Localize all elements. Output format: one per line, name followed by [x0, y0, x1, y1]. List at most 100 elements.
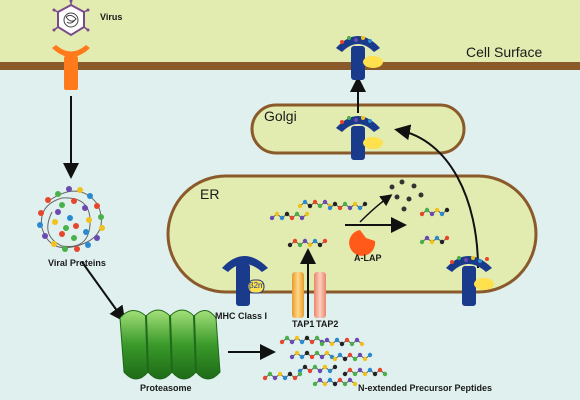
peptide-bead	[372, 371, 378, 377]
peptide-bead	[444, 235, 450, 241]
peptide-bead	[347, 352, 353, 358]
peptide-bead	[299, 215, 305, 221]
virus-icon	[52, 0, 90, 37]
peptide-bead	[344, 337, 350, 343]
peptide-bead	[307, 242, 313, 248]
peptide-bead	[419, 239, 425, 245]
label-tap2: TAP2	[316, 319, 339, 329]
peptide-bead	[424, 235, 430, 241]
peptide-bead	[299, 339, 305, 345]
peptide-bead	[274, 211, 280, 217]
peptide-bead	[312, 381, 318, 387]
mhc-loaded-er	[446, 256, 494, 306]
peptide-bead	[444, 207, 450, 213]
peptide-bead	[337, 377, 343, 383]
peptide-bead	[279, 215, 285, 221]
peptide-bead	[307, 368, 313, 374]
peptide-bead	[297, 371, 303, 377]
peptide-bead	[302, 199, 308, 205]
peptide-bead	[317, 203, 323, 209]
peptide-bead	[269, 215, 275, 221]
arrow-mhc-to-golgi	[394, 124, 479, 269]
peptide-bead	[282, 375, 288, 381]
peptide-bead	[362, 356, 368, 362]
peptide-bead	[337, 205, 343, 211]
peptide-bead	[347, 377, 353, 383]
peptide-bead	[362, 371, 368, 377]
label-tap1: TAP1	[292, 319, 315, 329]
label-virus: Virus	[100, 12, 123, 22]
peptide-bead	[322, 364, 328, 370]
peptide-bead	[317, 377, 323, 383]
label-proteasome: Proteasome	[140, 383, 192, 393]
peptide-bead	[332, 364, 338, 370]
released-residue-arrow	[359, 194, 393, 223]
peptide-bead	[262, 375, 268, 381]
peptide-bead	[314, 350, 320, 356]
peptide-bead	[302, 364, 308, 370]
peptide-bead	[339, 341, 345, 347]
peptide-bead	[304, 350, 310, 356]
viral-protein-icon	[37, 186, 105, 252]
label-a-lap: A-LAP	[354, 253, 382, 263]
peptide-bead	[357, 367, 363, 373]
peptide-bead	[304, 211, 310, 217]
label-cell-surface: Cell Surface	[466, 44, 543, 60]
peptide-bead	[317, 368, 323, 374]
peptide-bead	[327, 377, 333, 383]
peptide-bead	[439, 239, 445, 245]
peptide-bead	[309, 339, 315, 345]
mhc-surface	[336, 36, 383, 80]
peptide-bead	[324, 337, 330, 343]
peptide-bead	[267, 371, 273, 377]
peptide-bead	[319, 341, 325, 347]
peptide-bead	[342, 201, 348, 207]
peptide-bead	[439, 211, 445, 217]
peptide-bead	[429, 239, 435, 245]
pathway-arrows	[63, 76, 479, 360]
label-golgi: Golgi	[264, 108, 297, 124]
peptide-bead	[334, 337, 340, 343]
label-viral-proteins: Viral Proteins	[48, 258, 106, 268]
peptide-bead	[332, 356, 338, 362]
peptide-bead	[424, 207, 430, 213]
peptide-bead	[342, 371, 348, 377]
label-n-extended-peptides: N-extended Precursor Peptides	[358, 383, 493, 393]
label-mhc-class-i: MHC Class I	[215, 311, 268, 321]
peptide-bead	[322, 199, 328, 205]
peptide-bead	[299, 354, 305, 360]
peptide-bead	[289, 215, 295, 221]
label-b2m: β2m	[249, 281, 265, 290]
tap1-channel	[292, 272, 304, 318]
peptide-bead	[322, 381, 328, 387]
alap-icon	[349, 230, 376, 256]
peptide-bead	[349, 341, 355, 347]
peptide-bead	[342, 356, 348, 362]
proteasome-icon	[119, 309, 221, 380]
peptide-bead	[332, 201, 338, 207]
peptide-bead	[289, 354, 295, 360]
peptide-bead	[284, 211, 290, 217]
peptide-bead	[289, 339, 295, 345]
mhc-loaded-golgi	[336, 116, 383, 160]
peptide-bead	[342, 381, 348, 387]
peptide-bead	[317, 242, 323, 248]
peptide-bead	[309, 354, 315, 360]
peptide-bead	[429, 211, 435, 217]
mhc-icon	[222, 256, 268, 306]
peptide-bead	[329, 341, 335, 347]
peptide-bead	[302, 238, 308, 244]
peptide-bead	[284, 335, 290, 341]
peptide-bead	[277, 371, 283, 377]
peptide-bead	[347, 367, 353, 373]
tap2-channel	[314, 272, 326, 318]
peptide-bead	[352, 356, 358, 362]
peptide-bead	[362, 201, 368, 207]
receptor-icon	[52, 45, 90, 90]
peptide-bead	[292, 375, 298, 381]
peptide-bead	[382, 371, 388, 377]
peptide-bead	[279, 339, 285, 345]
label-er: ER	[200, 186, 220, 202]
